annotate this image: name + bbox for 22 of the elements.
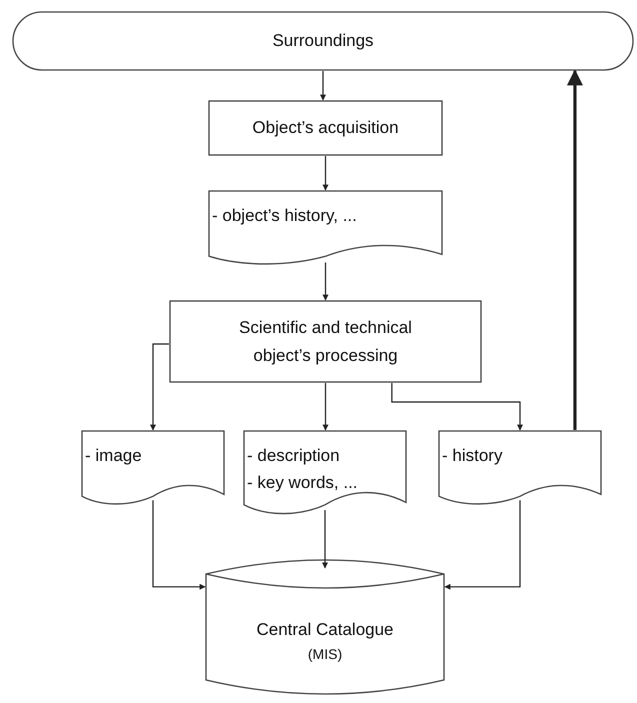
node-label: Scientific and technical object’s processing (238, 317, 413, 366)
arrow (444, 500, 521, 590)
node-label: Object’s acquisition (252, 117, 399, 140)
arrow (566, 69, 583, 430)
node-label: - description (247, 445, 340, 467)
arrow (322, 510, 328, 569)
arrow (322, 262, 328, 301)
arrow (150, 343, 169, 431)
node-label: - key words, ... (247, 472, 358, 494)
arrow (391, 383, 523, 431)
node-label: - history (442, 445, 502, 467)
arrow (322, 383, 328, 431)
arrow (152, 500, 206, 590)
node-label: Surroundings (272, 30, 374, 52)
node-label: Central Catalogue (256, 618, 394, 641)
node-label: - object’s history, ... (212, 205, 357, 227)
subtitle-text: (MIS) (308, 644, 342, 664)
arrow (322, 156, 328, 191)
node-label: - image (85, 445, 142, 467)
process-box (208, 100, 443, 156)
process-box (169, 300, 482, 383)
arrow (320, 71, 326, 101)
